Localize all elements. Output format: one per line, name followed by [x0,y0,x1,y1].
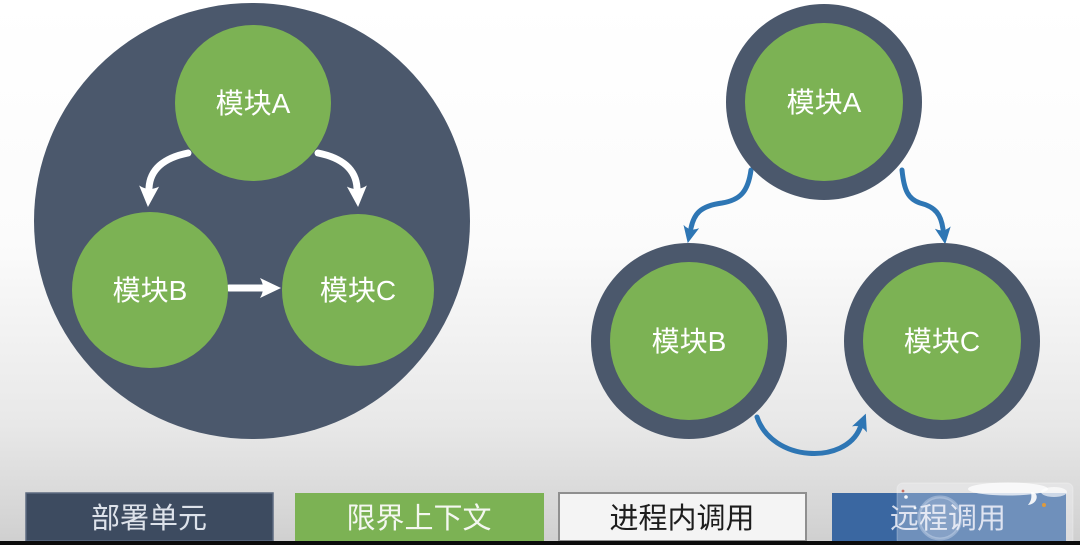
service-a-circle [745,23,903,181]
service-c: 模块C [844,243,1040,439]
arrow-module-a-to-b [139,149,192,207]
arrow-service-a-to-b [683,167,754,244]
service-c-circle [863,262,1021,420]
service-a-label: 模块A [787,87,862,118]
legend-in-process-call: 进程内调用 [558,492,807,542]
watermark-panel [896,482,1074,545]
module-a-label: 模块A [216,88,291,119]
watermark-orange-speck [1042,503,1046,507]
legend-remote-call: 远程调用 [832,493,1066,541]
monolith-diagram: 模块A 模块B 模块C [34,3,470,439]
service-b: 模块B [591,243,787,439]
watermark-logo-icon [917,495,963,541]
legend-deployment-unit-label: 部署单元 [91,502,207,535]
module-a-circle [175,25,331,181]
legend-remote-call-box [832,493,1066,541]
watermark-sparkle-1 [904,495,908,499]
service-b-label: 模块B [652,326,727,357]
legend-bounded-context: 限界上下文 [295,493,544,541]
arrow-service-b-to-c [754,413,867,456]
service-b-circle [610,262,768,420]
legend-remote-call-label: 远程调用 [890,503,1006,535]
monolith-module-c: 模块C [282,214,434,366]
legend-bounded-context-box [295,493,544,541]
watermark-apostrophe-mark [1028,492,1037,505]
service-a: 模块A [726,4,922,200]
watermark-scribble-2 [1041,487,1067,497]
module-b-label: 模块B [113,275,188,306]
watermark-red-speck [901,489,905,493]
monolith-module-b: 模块B [72,212,228,368]
module-b-circle [72,212,228,368]
legend-bounded-context-label: 限界上下文 [346,502,491,535]
bottom-letterbox-bar [0,541,1080,545]
arrow-module-a-to-c [314,149,367,207]
microservices-diagram: 模块A 模块B 模块C [591,4,1040,456]
watermark-sparkle-2 [913,506,917,510]
module-c-circle [282,214,434,366]
arrow-service-a-to-c [899,167,951,245]
module-c-label: 模块C [320,275,396,306]
watermark [896,482,1074,545]
monolith-module-a: 模块A [175,25,331,181]
legend-deployment-unit: 部署单元 [25,492,274,542]
legend-in-process-call-label: 进程内调用 [609,502,754,535]
watermark-scribble [968,482,1048,496]
service-c-label: 模块C [904,326,980,357]
